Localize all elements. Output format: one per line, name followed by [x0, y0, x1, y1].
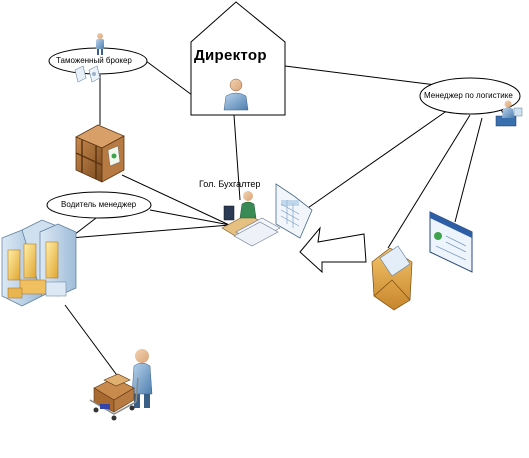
workstation-icon: [495, 100, 523, 127]
chief-accountant-label: Гол. Бухгалтер: [199, 179, 261, 189]
link-director-logistics: [284, 65, 437, 86]
link-logistics-spreadsheet: [304, 109, 449, 211]
accountant-desk-icon: [221, 191, 281, 247]
connections: [64, 60, 507, 383]
wooden-crate-icon: [75, 124, 125, 183]
link-servers-accountant: [69, 224, 231, 239]
logistics-manager-node[interactable]: [419, 77, 521, 115]
director-house[interactable]: [190, 1, 286, 116]
spreadsheet-document-icon: [275, 183, 313, 239]
director-label: Директор: [194, 47, 267, 64]
logistics-manager-label: Менеджер по логистике: [424, 91, 513, 100]
server-rack-icon: [1, 219, 77, 307]
link-logistics-envelope: [387, 114, 471, 249]
driver-manager-node[interactable]: [46, 191, 152, 219]
link-servers-cart: [64, 304, 123, 383]
link-director-accountant: [233, 114, 241, 201]
link-broker-director: [145, 60, 193, 96]
document-icon: [74, 65, 87, 83]
link-crate-accountant: [121, 174, 241, 231]
link-logistics-webpage: [454, 117, 483, 223]
web-page-icon: [429, 211, 473, 273]
envelope-icon: [371, 245, 413, 311]
link-driver-accountant: [149, 209, 231, 226]
left-arrow-icon: [299, 226, 367, 274]
customs-broker-label: Таможенный брокер: [56, 56, 132, 65]
stamp-icon: [88, 65, 101, 83]
person-icon: [223, 78, 249, 111]
person-icon: [96, 33, 104, 55]
shopping-cart-person-icon: [89, 349, 153, 421]
driver-manager-label: Водитель менеджер: [61, 200, 137, 209]
